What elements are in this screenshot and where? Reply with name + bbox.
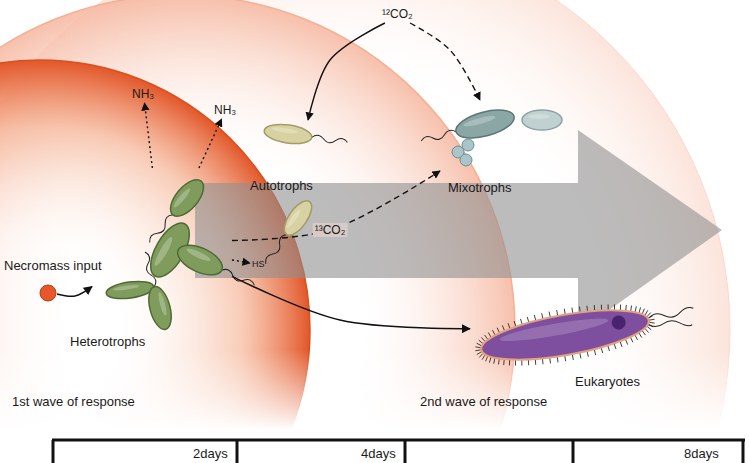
flagellum xyxy=(647,317,692,333)
flagellum xyxy=(311,134,347,145)
cell-body xyxy=(173,239,227,281)
phase-label: 1st wave of response xyxy=(12,394,135,410)
time-arrow xyxy=(195,130,722,332)
organism-group: Mixotrophs xyxy=(440,100,565,175)
node-label: Mixotrophs xyxy=(448,180,512,196)
node-illustration xyxy=(39,284,57,302)
input-dot: Necromass input xyxy=(39,284,57,302)
connector-arrow xyxy=(232,276,470,328)
compound-label: NH₃ xyxy=(130,86,157,103)
node-illustration xyxy=(440,100,565,175)
cell-highlight xyxy=(286,208,302,229)
cell-highlight xyxy=(499,314,609,345)
cell-highlight xyxy=(271,126,298,134)
connector-arrow xyxy=(199,119,222,168)
flagellum xyxy=(220,267,255,288)
node-label: NH₃ xyxy=(132,87,159,102)
timeline-tick xyxy=(572,440,575,463)
figure-part xyxy=(418,105,562,166)
flagellum xyxy=(648,307,694,321)
node-label: Necromass input xyxy=(4,258,102,274)
cell-highlight xyxy=(185,246,211,263)
cell-figure xyxy=(105,279,155,302)
node-illustration xyxy=(92,168,232,328)
node-label: Heterotrophs xyxy=(70,334,145,350)
organism-group: Autotrophs xyxy=(248,120,328,230)
connector-arrow xyxy=(410,23,480,100)
figure-part xyxy=(471,287,699,377)
timeline-ground xyxy=(0,430,750,463)
node-label: Autotrophs xyxy=(250,178,313,194)
compound-label: HS xyxy=(250,258,267,271)
cell-figure xyxy=(135,249,175,331)
cell-highlight xyxy=(528,114,550,119)
compound-label: ¹²CO₂ xyxy=(380,6,415,23)
cell-body xyxy=(105,279,155,302)
cell-figure xyxy=(418,105,517,153)
timeline-tick xyxy=(742,440,745,463)
node-illustration xyxy=(248,120,328,230)
eukaryote-figure xyxy=(471,287,699,377)
node-label: Eukaryotes xyxy=(575,374,640,390)
node-illustration xyxy=(470,300,660,370)
cell-body xyxy=(522,110,562,130)
timeline-tick xyxy=(404,440,407,463)
cell-highlight xyxy=(172,187,192,209)
cell-body xyxy=(164,174,209,222)
compound-label: NH₃ xyxy=(212,102,239,119)
connector-arrow xyxy=(232,260,250,263)
small-cell xyxy=(462,139,474,151)
node-label: ¹²CO₂ xyxy=(382,7,417,22)
time-label: 8days xyxy=(684,446,719,462)
figure-part xyxy=(40,285,56,301)
cell-figure xyxy=(173,239,259,296)
cell-body xyxy=(263,122,313,147)
time-label: 2days xyxy=(193,446,228,462)
organism-group: Heterotrophs xyxy=(92,168,232,328)
timeline-axis xyxy=(52,439,745,442)
cell-body xyxy=(478,301,652,370)
node-label: NH₃ xyxy=(214,103,241,118)
nucleus xyxy=(611,314,627,330)
cell-body xyxy=(145,284,176,332)
timeline xyxy=(52,440,745,463)
cell-highlight xyxy=(157,292,168,317)
cell-body xyxy=(279,196,317,239)
necromass-dot xyxy=(40,285,56,301)
timeline-tick xyxy=(52,440,55,463)
edge-label: ¹³CO₂ xyxy=(313,223,348,237)
cell-highlight xyxy=(463,114,496,128)
organism-group: Eukaryotes xyxy=(470,300,660,370)
small-cell xyxy=(460,154,472,166)
fade-band xyxy=(0,350,750,430)
figure-part xyxy=(105,174,259,332)
cell-highlight xyxy=(113,284,140,292)
connector-arrow xyxy=(308,23,385,120)
flagellum xyxy=(263,233,289,266)
phase-label: 2nd wave of response xyxy=(420,394,547,410)
cell-figure xyxy=(522,110,562,130)
flagellum xyxy=(142,251,157,287)
cell-body xyxy=(453,105,517,144)
flagellum xyxy=(420,129,456,144)
timeline-tick xyxy=(236,440,239,463)
time-label: 4days xyxy=(361,446,396,462)
cell-figure xyxy=(259,196,317,269)
cell-highlight xyxy=(152,235,175,267)
connector-arrow xyxy=(145,103,153,168)
connector-arrow xyxy=(57,287,92,297)
node-label: HS xyxy=(252,259,269,270)
figure-part xyxy=(259,122,349,269)
cell-figure xyxy=(263,122,349,152)
connector-arrow xyxy=(232,171,440,240)
